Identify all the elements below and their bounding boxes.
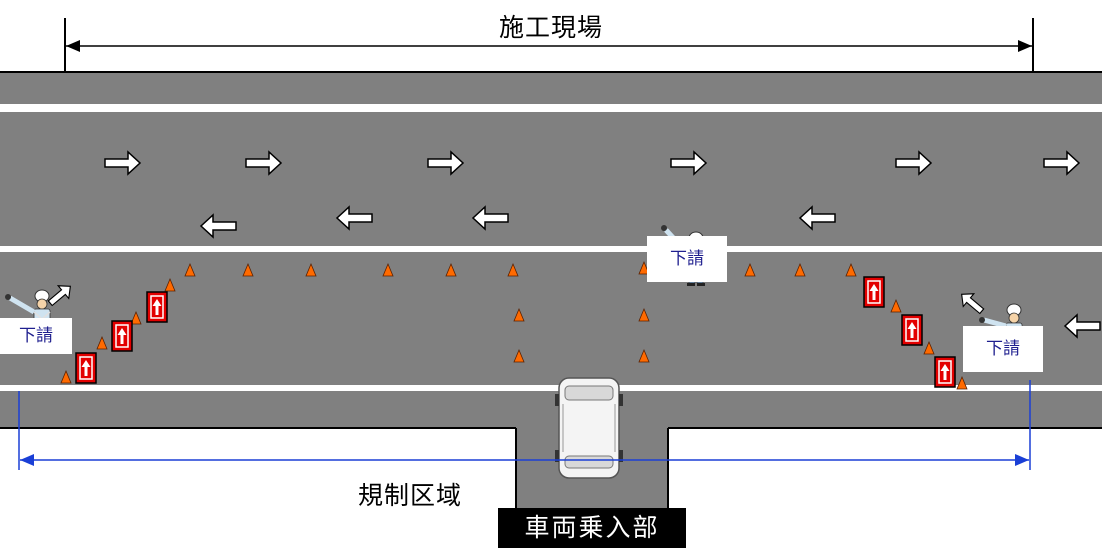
regulated-zone-arrowhead-left — [20, 454, 34, 466]
site-extent-arrowhead-right — [1018, 40, 1032, 52]
subcontractor-label-left: 下請 — [0, 318, 72, 354]
flagger-person-icon — [5, 289, 52, 345]
up-arrow-board-icon — [934, 356, 956, 388]
up-arrow-board-icon — [111, 320, 133, 352]
site-label: 施工現場 — [498, 13, 603, 42]
regulated-zone-arrowhead-right — [1015, 454, 1029, 466]
up-arrow-board-icon — [75, 352, 97, 384]
subcontractor-label-center: 下請 — [647, 236, 727, 282]
subcontractor-label-right: 下請 — [963, 326, 1043, 372]
up-arrow-board-icon — [901, 314, 923, 346]
site-extent-arrowhead-left — [66, 40, 80, 52]
vehicle-entrance-label: 車両乗入部 — [498, 508, 686, 548]
up-arrow-board-icon — [146, 291, 168, 323]
up-arrow-board-icon — [863, 276, 885, 308]
road-top-lane — [0, 72, 1102, 104]
car-icon — [555, 377, 623, 479]
lane-divider-shoulder — [0, 385, 1102, 391]
lane-divider-median — [0, 246, 1102, 252]
flagger-person-icon — [979, 303, 1024, 359]
regulated-zone-label: 規制区域 — [358, 481, 463, 510]
